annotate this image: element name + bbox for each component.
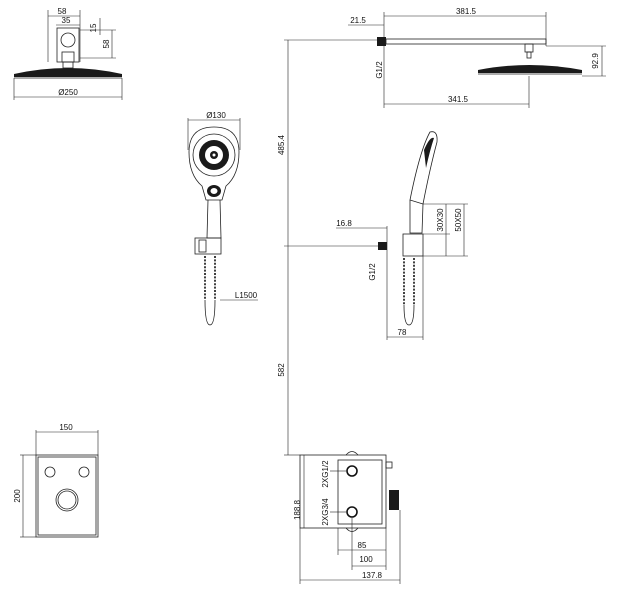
hand-shower-front-view: Ø130 L1500 — [187, 111, 258, 326]
hand-shower-side-view: 16.8 G1/2 30X30 50X50 78 — [336, 131, 468, 340]
dim-plate-width: 150 — [59, 423, 73, 432]
dim-valve-w2: 100 — [359, 555, 373, 564]
dim-valve-w3: 137.8 — [362, 571, 383, 580]
dim-head-arm-h1: 15 — [89, 23, 98, 32]
dim-holder-large: 50X50 — [454, 208, 463, 232]
height-dimension-line: 485.4 582 — [277, 40, 385, 456]
dim-holder-width: 78 — [398, 328, 407, 337]
dim-head-arm-h2: 58 — [102, 39, 111, 48]
dim-head-diameter: Ø250 — [58, 88, 78, 97]
concealed-valve-view: 2XG1/2 2XG3/4 188.8 85 100 137.8 — [293, 451, 401, 584]
dim-head-arm-width: 35 — [62, 16, 71, 25]
dim-arm-offset: 21.5 — [350, 16, 366, 25]
dim-upper-height: 485.4 — [277, 134, 286, 155]
dim-outlet-thread: G1/2 — [368, 263, 377, 281]
dim-plate-height: 200 — [13, 489, 22, 503]
shower-arm-view: 21.5 381.5 G1/2 92.9 341.5 — [284, 7, 606, 108]
dim-hand-diameter: Ø130 — [206, 111, 226, 120]
overhead-shower-head-view: 58 35 15 58 Ø250 — [13, 7, 123, 100]
dim-lower-height: 582 — [277, 363, 286, 377]
dim-head-top-width: 58 — [58, 7, 67, 16]
dim-valve-thread-top: 2XG1/2 — [321, 460, 330, 488]
dim-arm-length: 381.5 — [456, 7, 477, 16]
dim-arm-thread: G1/2 — [375, 61, 384, 79]
dim-valve-height: 188.8 — [293, 499, 302, 520]
dim-valve-w1: 85 — [358, 541, 367, 550]
dim-outlet-offset: 16.8 — [336, 219, 352, 228]
cover-plate-view: 150 200 — [13, 423, 99, 538]
dim-hose-length: L1500 — [235, 291, 258, 300]
dim-holder-small: 30X30 — [436, 208, 445, 232]
dim-valve-thread-bottom: 2XG3/4 — [321, 498, 330, 526]
dim-head-drop: 92.9 — [591, 53, 600, 69]
dim-arm-inner: 341.5 — [448, 95, 469, 104]
